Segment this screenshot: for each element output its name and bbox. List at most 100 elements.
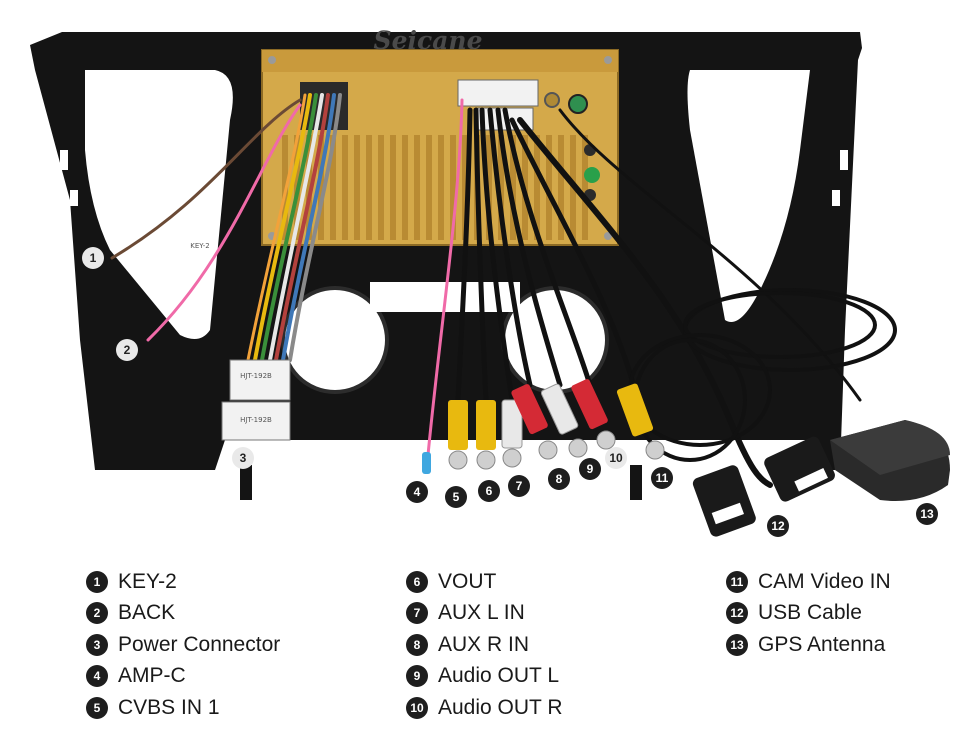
legend-item: 12 USB Cable [726, 598, 891, 630]
callout-marker-9 [579, 458, 601, 480]
legend-number: 8 [406, 633, 428, 656]
wiring-diagram-svg: Seicane HJT-192B HJT-192B KEY-2 [30, 26, 950, 537]
callout-marker-label-3: 3 [240, 451, 247, 465]
connector-sticker-b: HJT-192B [240, 416, 272, 424]
legend-label: AMP-C [118, 664, 186, 688]
power-connector: HJT-192B HJT-192B [221, 359, 291, 441]
cooling-fin [306, 135, 312, 240]
callout-marker-7 [508, 475, 530, 497]
legend-label: Audio OUT L [438, 664, 560, 688]
wiring-diagram: Seicane HJT-192B HJT-192B KEY-2 [30, 26, 950, 537]
legend-label: GPS Antenna [758, 632, 886, 656]
usb-plugs [692, 436, 835, 537]
legend-number: 3 [86, 633, 108, 656]
legend-number: 9 [406, 665, 428, 688]
rca-plug-audio-out-l [540, 383, 588, 458]
legend-label: CAM Video IN [758, 569, 891, 593]
legend-label: AUX R IN [438, 632, 530, 656]
cooling-fin [342, 135, 348, 240]
cooling-fin [558, 135, 564, 240]
legend-item: 1 KEY-2 [86, 566, 280, 598]
cooling-fin [438, 135, 444, 240]
amp-c-connector [422, 452, 431, 474]
legend-item: 6 VOUT [406, 566, 563, 598]
legend-number: 12 [726, 602, 748, 625]
gps-antenna [830, 420, 950, 501]
callout-marker-label-6: 6 [486, 484, 493, 498]
key2-sticker: KEY-2 [190, 242, 209, 250]
legend-item: 8 AUX R IN [406, 629, 563, 661]
rca-plug-aux-r-in [511, 384, 558, 460]
legend-label: CVBS IN 1 [118, 695, 220, 719]
callout-marker-label-5: 5 [453, 490, 460, 504]
callout-marker-label-13: 13 [920, 507, 934, 521]
legend-label: Power Connector [118, 632, 281, 656]
legend-label: AUX L IN [438, 601, 525, 625]
callout-marker-label-7: 7 [516, 479, 523, 493]
callout-marker-10 [605, 447, 627, 469]
cooling-fin [390, 135, 396, 240]
cooling-fin [354, 135, 360, 240]
legend-item: 13 GPS Antenna [726, 629, 891, 661]
rca-plug-cam-video-in [616, 383, 665, 460]
cooling-fin [450, 135, 456, 240]
callout-marker-13 [916, 503, 938, 525]
callout-marker-4 [406, 481, 428, 503]
legend-number: 10 [406, 696, 428, 719]
legend-item: 9 Audio OUT L [406, 661, 563, 693]
legend-item: 4 AMP-C [86, 661, 280, 693]
legend-number: 1 [86, 570, 108, 593]
cooling-fin [378, 135, 384, 240]
rca-plug-cvbs-in-1 [448, 400, 468, 470]
legend-number: 5 [86, 696, 108, 719]
legend-label: KEY-2 [118, 569, 177, 593]
cooling-fin [330, 135, 336, 240]
callout-marker-label-8: 8 [556, 472, 563, 486]
callout-marker-2 [116, 339, 138, 361]
cooling-fin [486, 135, 492, 240]
callout-marker-5 [445, 486, 467, 508]
connector-sticker-a: HJT-192B [240, 372, 272, 380]
cooling-fin [510, 135, 516, 240]
callout-marker-1 [82, 247, 104, 269]
callout-marker-12 [767, 515, 789, 537]
cooling-fin [318, 135, 324, 240]
legend-label: BACK [118, 601, 176, 625]
callout-marker-3 [232, 447, 254, 469]
callout-marker-11 [651, 467, 673, 489]
cooling-fin [366, 135, 372, 240]
legend-item: 3 Power Connector [86, 629, 280, 661]
callout-marker-label-4: 4 [414, 485, 421, 499]
callout-marker-label-10: 10 [609, 451, 623, 465]
callout-marker-8 [548, 468, 570, 490]
wire-harness [110, 93, 464, 457]
legend-number: 4 [86, 665, 108, 688]
legend-number: 13 [726, 633, 748, 656]
cooling-fin [426, 135, 432, 240]
head-unit-chassis [261, 49, 619, 246]
cooling-fin [462, 135, 468, 240]
legend-number: 11 [726, 570, 748, 593]
cooling-fin [402, 135, 408, 240]
cooling-fin [582, 135, 588, 240]
legend-item: 11 CAM Video IN [726, 566, 891, 598]
legend-item: 2 BACK [86, 598, 280, 630]
callout-marker-6 [478, 480, 500, 502]
callout-marker-label-2: 2 [124, 343, 131, 357]
cooling-fin [546, 135, 552, 240]
rca-plugs [448, 379, 665, 470]
rca-plug-aux-l-in [501, 399, 523, 468]
legend-number: 6 [406, 570, 428, 593]
cooling-fin [498, 135, 504, 240]
legend: 1 KEY-2 2 BACK 3 Power Connector 4 AMP-C 5 CV… [0, 566, 980, 741]
legend-number: 2 [86, 602, 108, 625]
cooling-fin [534, 135, 540, 240]
legend-label: USB Cable [758, 601, 862, 625]
legend-column-1: 1 KEY-2 2 BACK 3 Power Connector 4 AMP-C 5 CV… [86, 566, 280, 724]
legend-item: 5 CVBS IN 1 [86, 692, 280, 724]
legend-label: VOUT [438, 569, 497, 593]
